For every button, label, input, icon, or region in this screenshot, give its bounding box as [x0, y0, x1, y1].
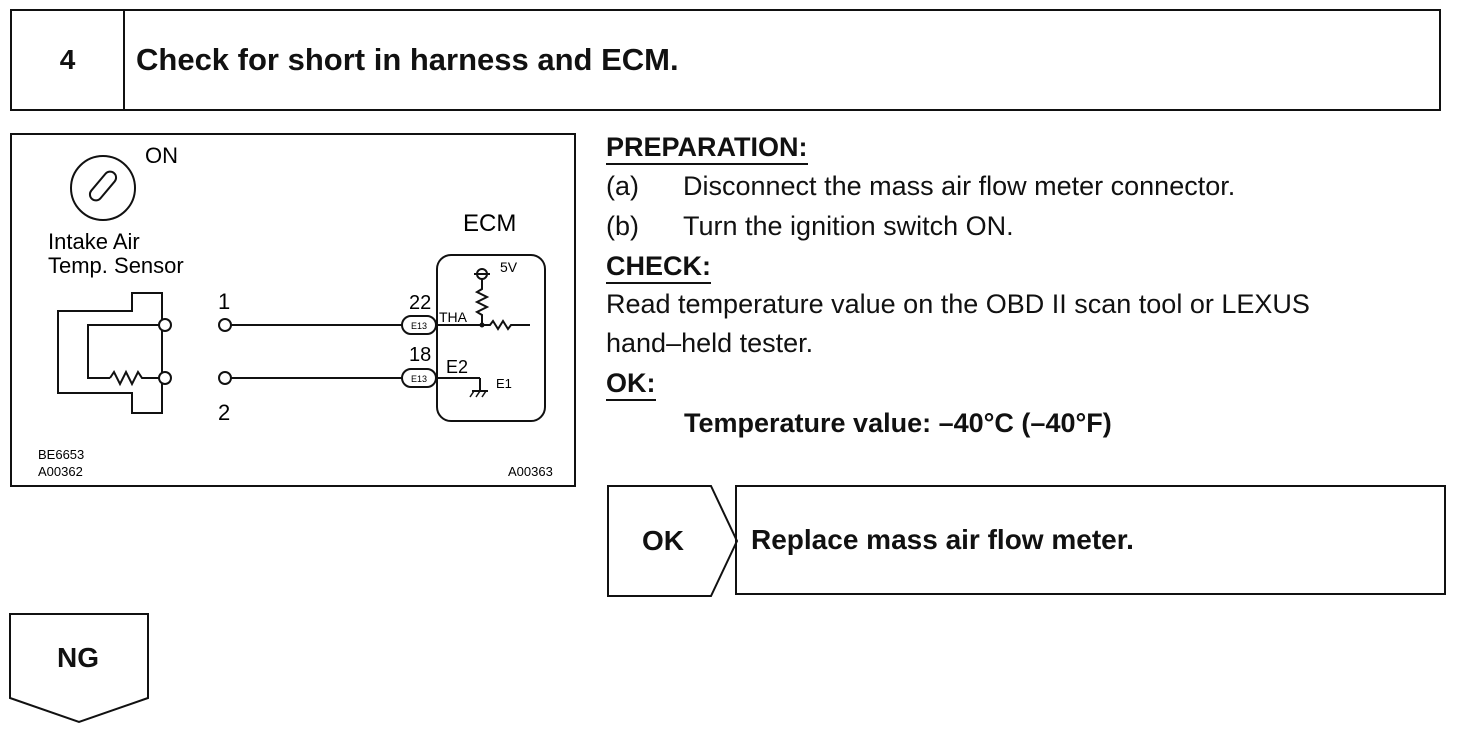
ecm-pin-e2: 18 — [409, 344, 431, 366]
e1-label: E1 — [496, 376, 512, 391]
ok-heading: OK: — [606, 368, 656, 401]
e2-label: E2 — [446, 357, 468, 377]
sensor-resistor-icon — [109, 369, 162, 387]
connector-label-2: E13 — [411, 374, 427, 384]
ok-result-action: Replace mass air flow meter. — [735, 485, 1446, 595]
ignition-switch-icon — [70, 155, 136, 221]
voltage-label: 5V — [500, 259, 518, 275]
switch-label: ON — [145, 143, 178, 168]
code-2: A00362 — [38, 464, 83, 479]
code-3: A00363 — [508, 464, 553, 479]
prep-step-a: (a)Disconnect the mass air flow meter co… — [606, 171, 1236, 201]
pin2-label: 2 — [218, 400, 230, 425]
wiring-diagram: ON Intake Air Temp. Sensor 1 2 ECM 22 18… — [10, 133, 576, 487]
sensor-label-line2: Temp. Sensor — [48, 253, 184, 278]
step-title: Check for short in harness and ECM. — [136, 42, 679, 77]
code-1: BE6653 — [38, 447, 84, 462]
ecm-box — [436, 254, 546, 422]
ok-result-label: OK — [642, 525, 684, 556]
check-text-line1: Read temperature value on the OBD II sca… — [606, 289, 1310, 319]
step-number: 4 — [12, 11, 125, 109]
ecm-pin-tha: 22 — [409, 292, 431, 314]
sensor-body — [57, 292, 163, 414]
check-heading: CHECK: — [606, 251, 711, 284]
ecm-label: ECM — [463, 210, 516, 237]
ok-value: Temperature value: –40°C (–40°F) — [684, 408, 1112, 438]
prep-step-b: (b)Turn the ignition switch ON. — [606, 211, 1014, 241]
tha-label: THA — [439, 309, 468, 325]
check-text-line2: hand–held tester. — [606, 328, 814, 358]
ng-arrow-icon — [9, 613, 149, 724]
sensor-label-line1: Intake Air — [48, 229, 140, 254]
connector-label-1: E13 — [411, 321, 427, 331]
ground-icon — [469, 390, 488, 398]
pullup-resistor-icon — [474, 279, 490, 325]
preparation-heading: PREPARATION: — [606, 132, 808, 165]
step-header: 4 Check for short in harness and ECM. — [10, 9, 1441, 111]
ng-result-label: NG — [57, 642, 99, 673]
pin1-label: 1 — [218, 289, 230, 314]
ok-arrow-icon — [607, 485, 739, 597]
